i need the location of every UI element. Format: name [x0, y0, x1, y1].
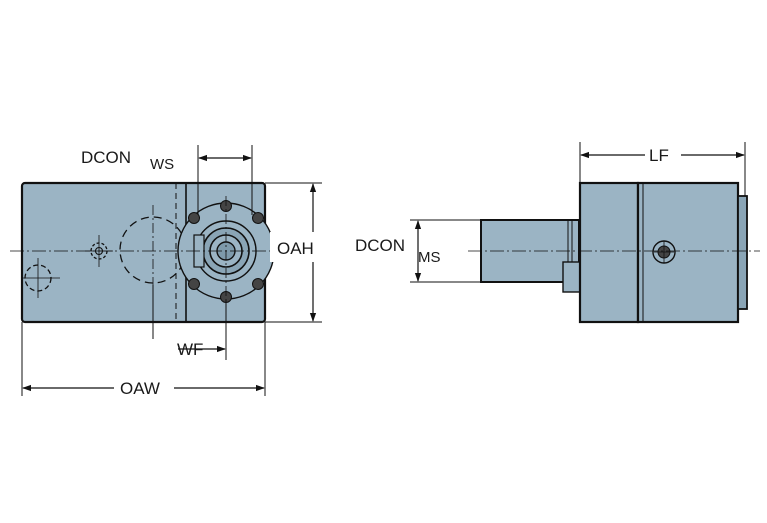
dcon-ws-subscript: WS: [150, 156, 174, 173]
dcon-ms-label: DCON: [355, 236, 405, 255]
lf-label: LF: [649, 146, 669, 165]
dcon-ws-label: DCON: [81, 148, 131, 167]
wf-label: WF: [177, 340, 203, 359]
side-screw-icon: [652, 240, 676, 264]
side-view: [410, 142, 760, 324]
oaw-label: OAW: [120, 379, 160, 398]
side-housing-back: [578, 181, 640, 324]
side-end-cap: [737, 195, 748, 310]
front-view: [10, 145, 322, 396]
dcon-ms-subscript: MS: [418, 249, 441, 266]
hidden-left-circle: [22, 258, 60, 298]
oah-label: OAH: [277, 239, 314, 258]
